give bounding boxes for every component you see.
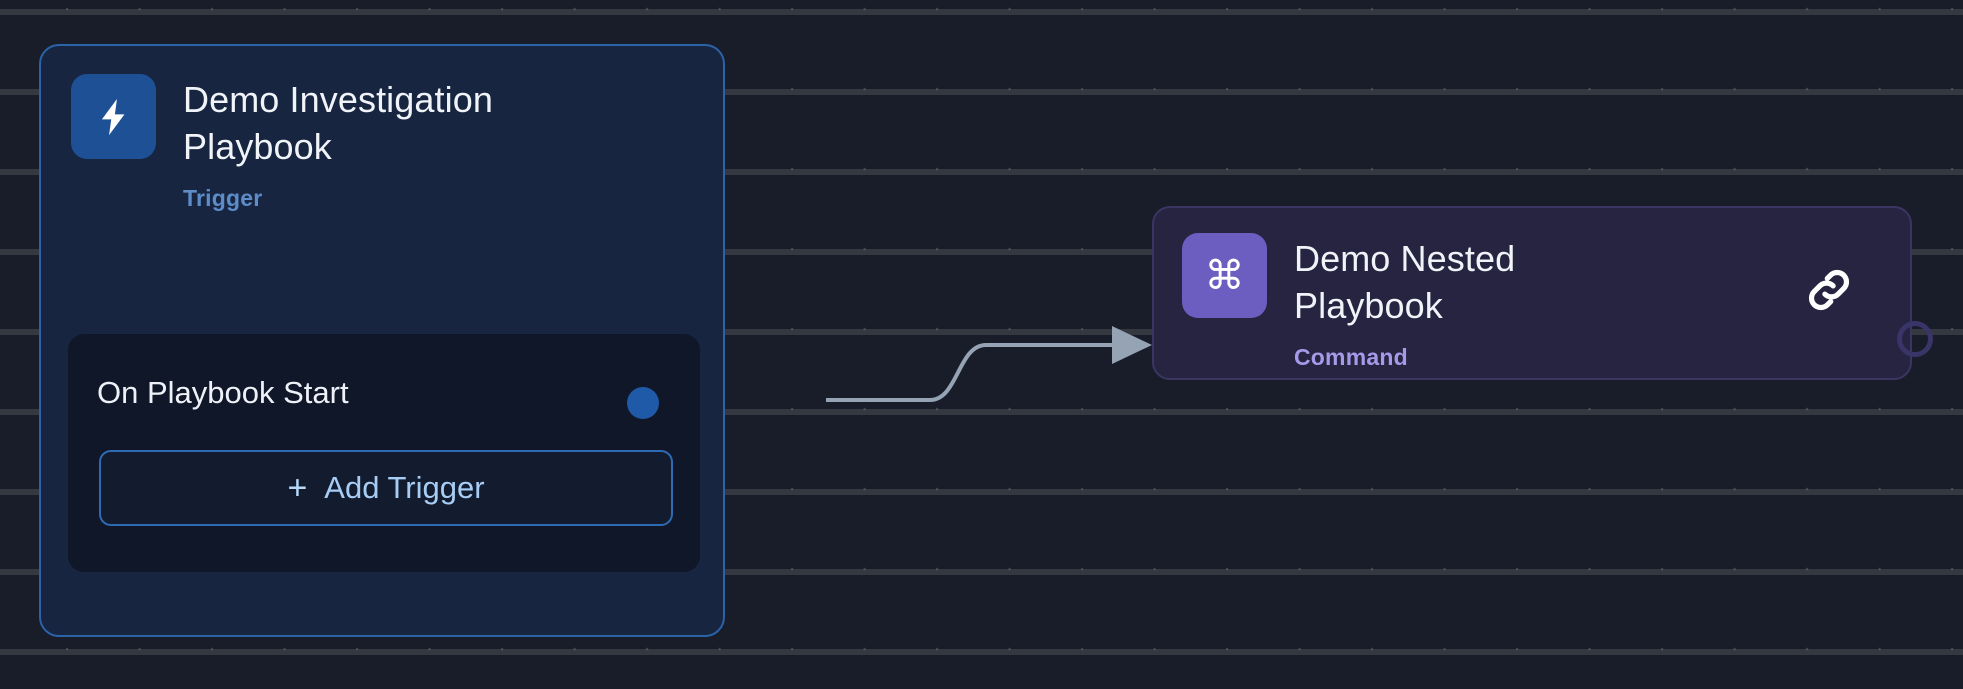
command-output-port[interactable] (1897, 321, 1933, 357)
node-subtitle: Trigger (183, 185, 263, 211)
plus-icon: + (287, 469, 308, 507)
command-header: ⌘ Demo Nested Playbook Command (1154, 208, 1910, 371)
trigger-body-panel: On Playbook Start + Add Trigger (68, 334, 700, 572)
edge-arrowhead (1112, 326, 1152, 364)
command-glyph: ⌘ (1204, 253, 1245, 298)
trigger-row-label: On Playbook Start (97, 375, 349, 410)
node-title: Demo Nested Playbook (1294, 238, 1516, 326)
trigger-header: Demo Investigation Playbook Trigger (41, 46, 723, 212)
node-title: Demo Investigation Playbook (183, 79, 493, 167)
trigger-header-text: Demo Investigation Playbook Trigger (183, 74, 493, 212)
add-trigger-button[interactable]: + Add Trigger (99, 450, 673, 526)
command-key-icon: ⌘ (1182, 233, 1267, 318)
lightning-bolt-icon (71, 74, 156, 159)
add-trigger-label: Add Trigger (324, 470, 485, 505)
edge-trigger-to-command (826, 343, 1118, 402)
command-header-text: Demo Nested Playbook Command (1294, 233, 1515, 371)
trigger-output-port[interactable] (627, 387, 659, 419)
node-subtitle: Command (1294, 344, 1408, 370)
link-icon[interactable] (1803, 264, 1855, 316)
node-trigger-card[interactable]: Demo Investigation Playbook Trigger On P… (39, 44, 725, 637)
node-command-card[interactable]: ⌘ Demo Nested Playbook Command (1152, 206, 1912, 380)
